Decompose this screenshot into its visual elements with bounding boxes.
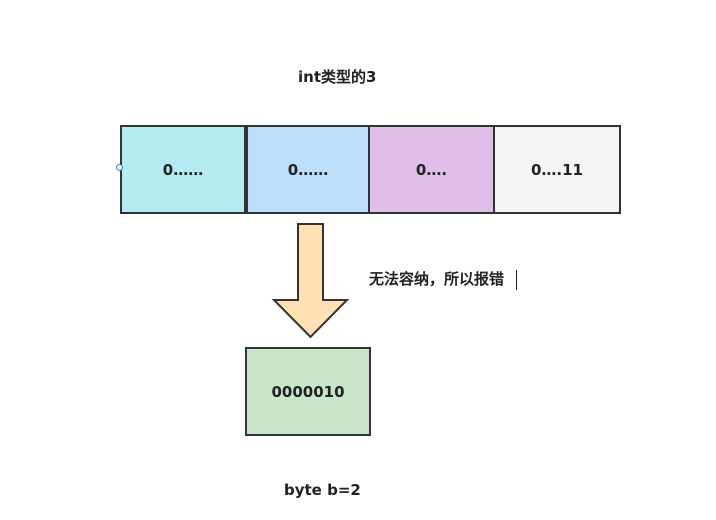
int-byte-cell-1[interactable]: 0……	[120, 125, 246, 214]
int-byte-cell-4[interactable]: 0….11	[493, 125, 621, 214]
overflow-note: 无法容纳，所以报错	[369, 270, 505, 288]
int-3-title: int类型的3	[298, 68, 377, 86]
byte-b-caption: byte b=2	[284, 481, 361, 499]
int-byte-cell-2-label: 0……	[287, 160, 329, 179]
byte-value-box[interactable]: 0000010	[245, 347, 371, 436]
byte-value-label: 0000010	[271, 382, 345, 401]
int-byte-cell-3-label: 0….	[415, 160, 448, 179]
int-byte-cell-1-label: 0……	[162, 160, 204, 179]
int-byte-cell-3[interactable]: 0….	[368, 125, 495, 214]
int-byte-cell-2[interactable]: 0……	[246, 125, 370, 214]
text-cursor	[516, 270, 517, 290]
down-arrow-shape	[271, 223, 350, 339]
down-arrow-icon[interactable]	[270, 222, 350, 340]
int-byte-cell-4-label: 0….11	[530, 160, 583, 179]
connection-handle[interactable]	[116, 164, 123, 171]
